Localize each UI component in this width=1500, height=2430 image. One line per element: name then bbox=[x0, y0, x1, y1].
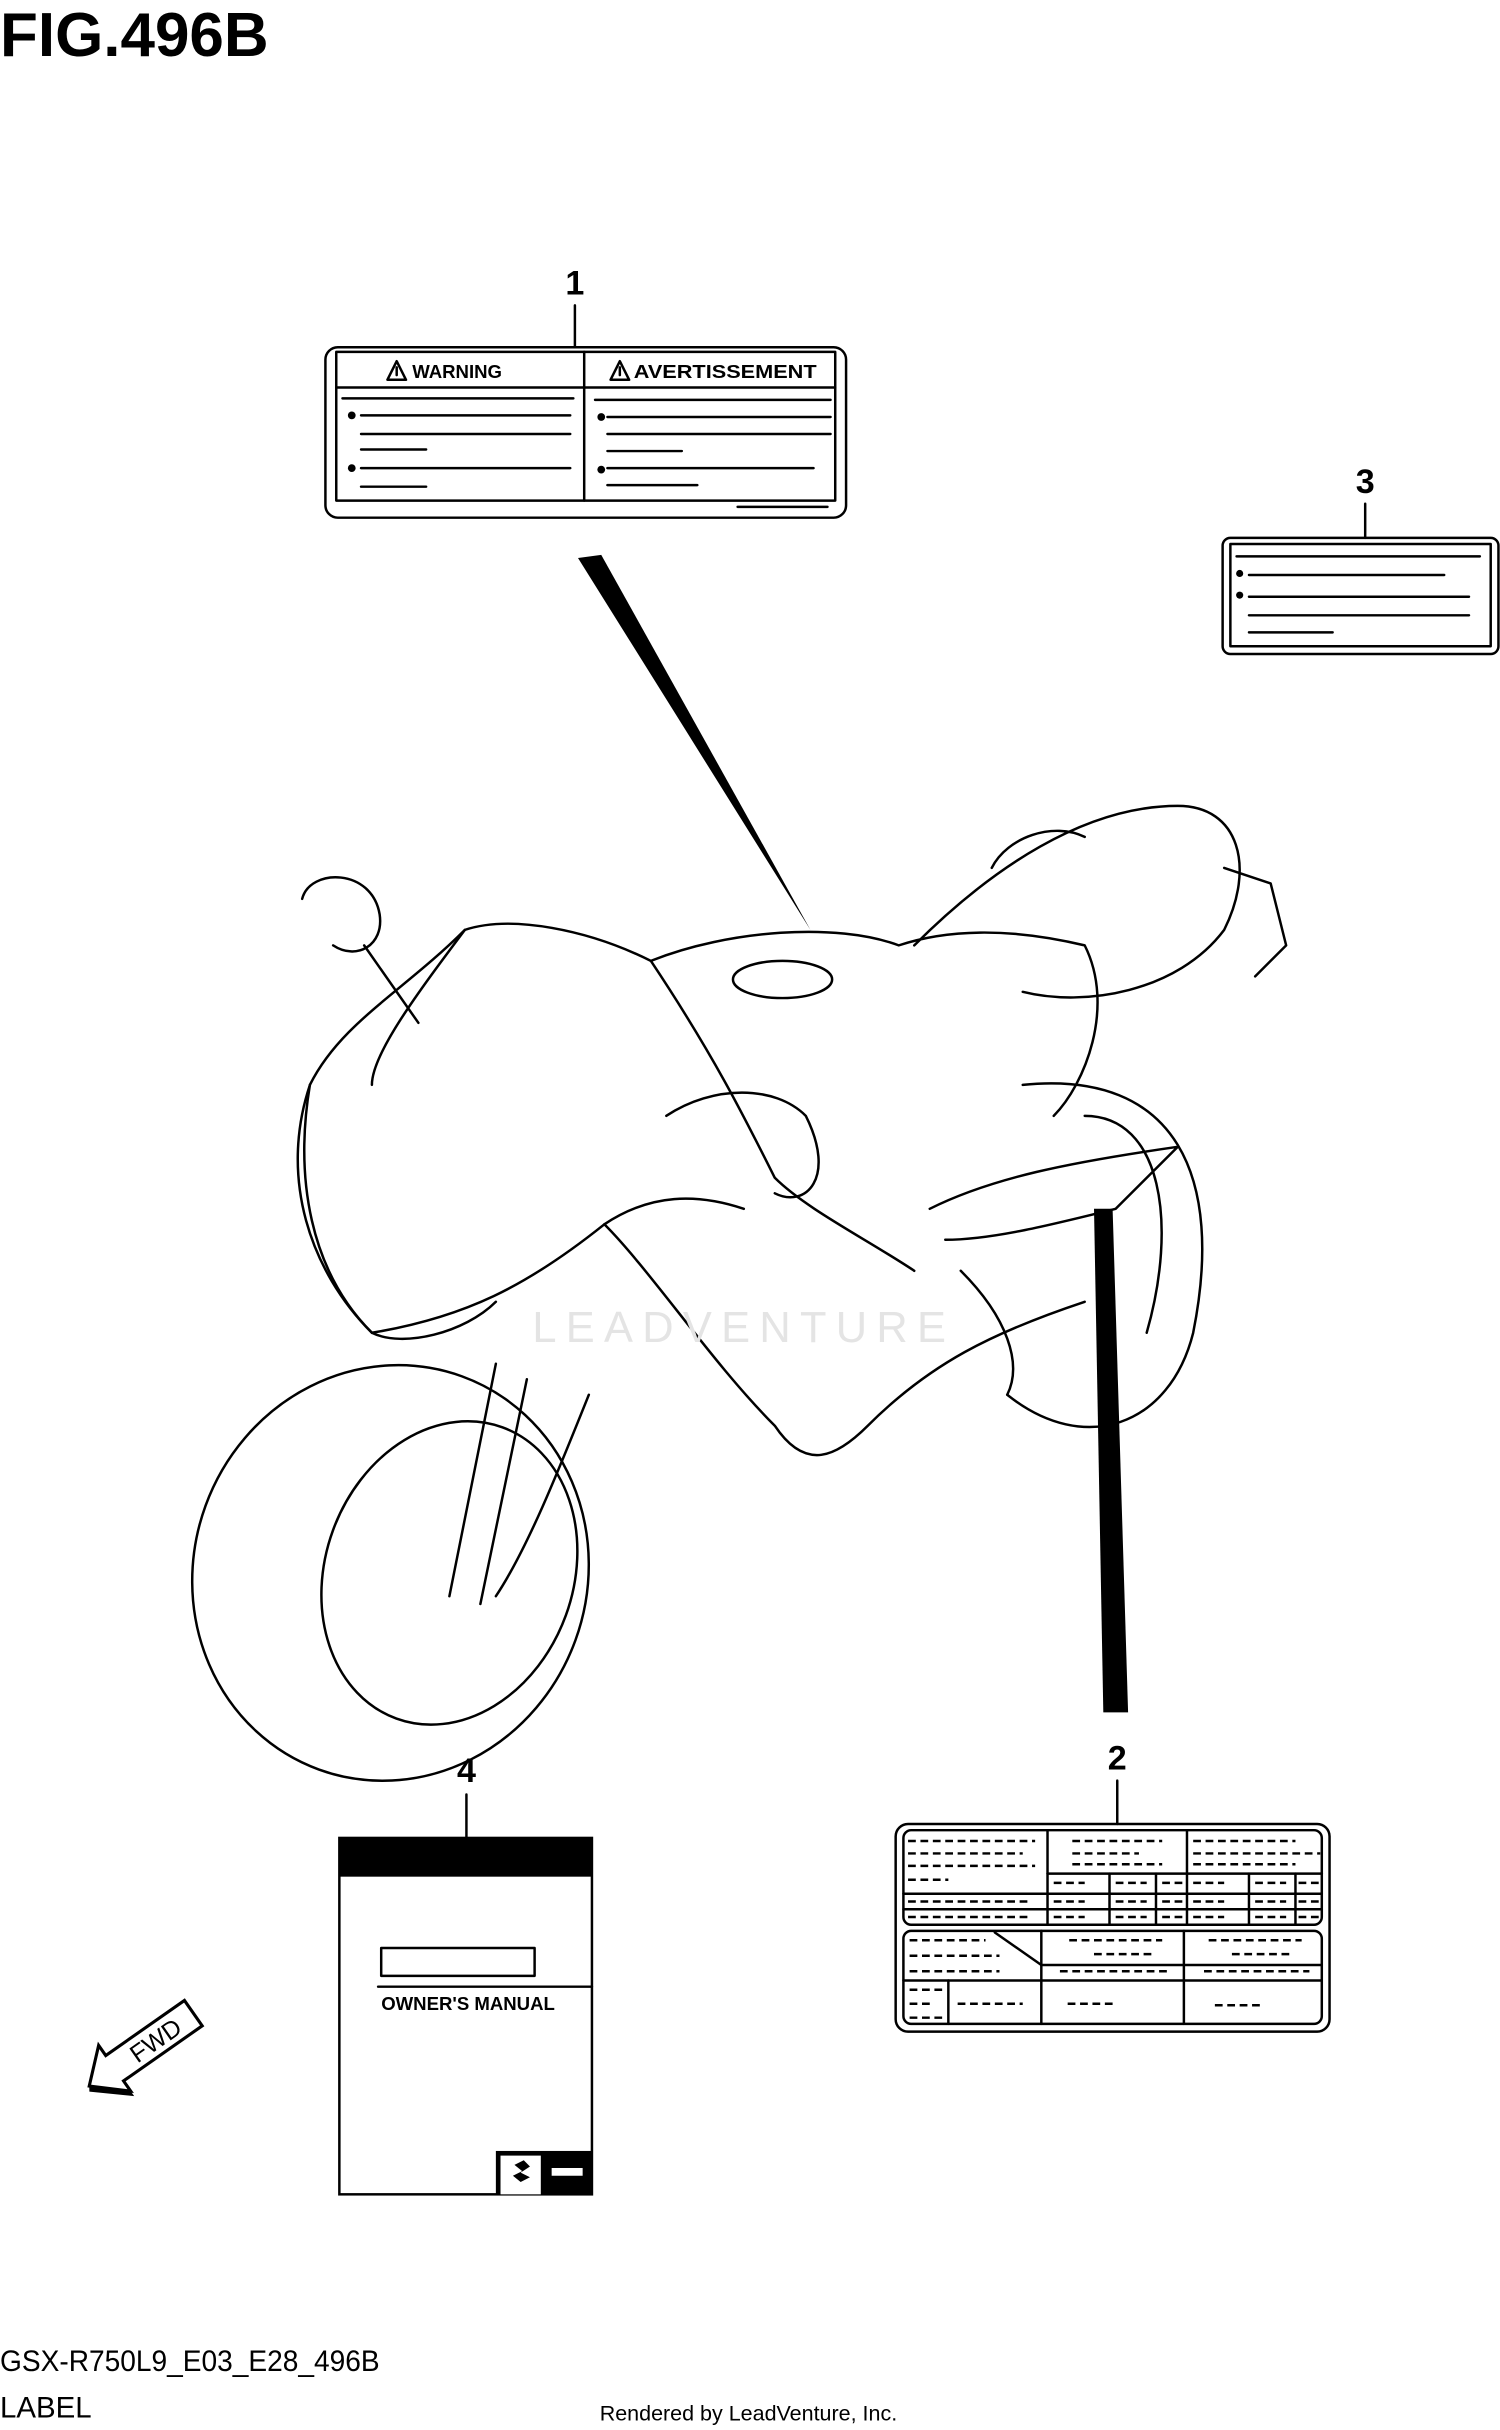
avertissement-heading: AVERTISSEMENT bbox=[634, 361, 818, 382]
owners-manual-title: OWNER'S MANUAL bbox=[381, 1993, 555, 2014]
watermark: LEADVENTURE bbox=[532, 1304, 955, 1352]
figure-title: FIG.496B bbox=[0, 1, 269, 70]
warning-icon bbox=[609, 359, 631, 382]
caution-label bbox=[1221, 536, 1500, 656]
forward-arrow-icon: FWD bbox=[87, 1998, 205, 2097]
callout-number: 4 bbox=[457, 1752, 476, 1790]
callout-2[interactable]: 2 bbox=[894, 1740, 1331, 2033]
warning-icon bbox=[386, 359, 408, 382]
callout-number: 2 bbox=[1108, 1740, 1127, 1778]
figure-code: GSX-R750L9_E03_E28_496B bbox=[0, 2345, 380, 2378]
figure-name: LABEL bbox=[0, 2391, 92, 2424]
information-label bbox=[894, 1822, 1331, 2033]
callout-number: 3 bbox=[1356, 463, 1375, 501]
callout-4[interactable]: 4 OWNER'S MANUAL bbox=[338, 1752, 594, 2196]
motorcycle-illustration bbox=[190, 804, 1288, 1782]
callout-3[interactable]: 3 bbox=[1221, 463, 1500, 656]
callout-number: 1 bbox=[565, 265, 584, 303]
warning-heading: WARNING bbox=[412, 361, 502, 382]
credit-text: Rendered by LeadVenture, Inc. bbox=[600, 2401, 898, 2426]
leader-pointer bbox=[1094, 1208, 1129, 1713]
warning-label bbox=[324, 345, 848, 519]
callout-1[interactable]: 1 WARNING AVERTISSEMENT bbox=[324, 265, 848, 930]
leader-pointer bbox=[577, 554, 811, 930]
owners-manual bbox=[338, 1836, 594, 2196]
